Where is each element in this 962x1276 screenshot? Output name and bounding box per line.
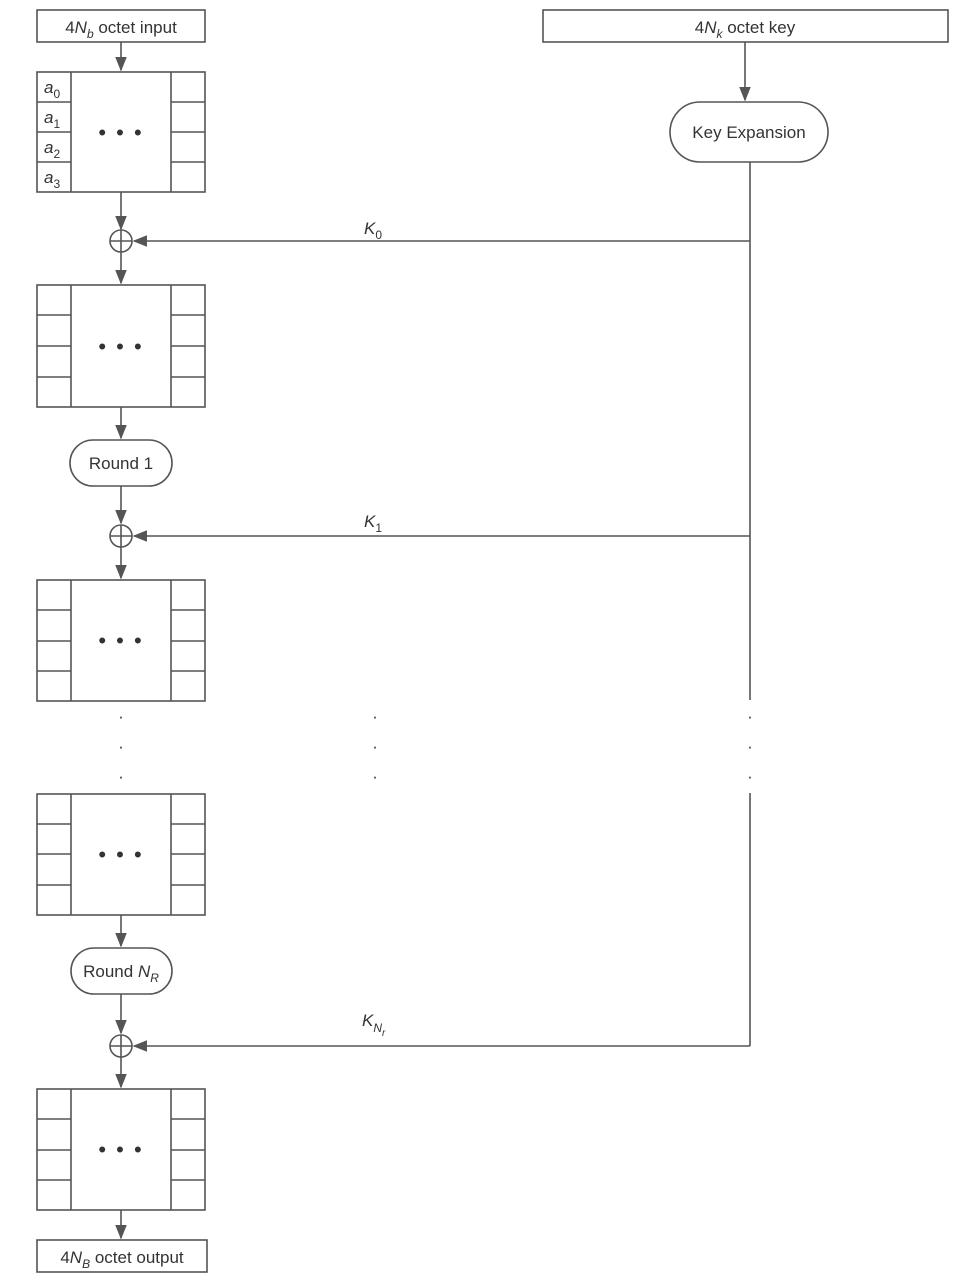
svg-text:4Nb octet input: 4Nb octet input — [65, 18, 177, 41]
cell-a3: a3 — [44, 168, 60, 191]
xor-n — [109, 1034, 133, 1058]
cell-a2: a2 — [44, 138, 60, 161]
xor-0 — [109, 229, 133, 253]
svg-text:·: · — [747, 767, 753, 786]
svg-text:·: · — [747, 737, 753, 756]
svg-text:·: · — [372, 707, 378, 726]
key-k1: K1 — [364, 512, 382, 535]
state-matrix-n-minus-1: • • • — [36, 793, 206, 916]
state-matrix-2: • • • — [36, 579, 206, 702]
svg-text:·: · — [372, 767, 378, 786]
svg-text:4Nk octet key: 4Nk octet key — [695, 18, 796, 41]
key-kn: KNr — [362, 1011, 386, 1039]
svg-text:• • •: • • • — [98, 842, 143, 867]
key-expansion-node: Key Expansion — [669, 101, 829, 163]
svg-text:• • •: • • • — [98, 1137, 143, 1162]
output-box: 4NB octet output — [36, 1239, 208, 1273]
svg-text:• • •: • • • — [98, 120, 143, 145]
svg-text:·: · — [118, 737, 124, 756]
svg-text:Round NR: Round NR — [83, 962, 159, 985]
svg-text:• • •: • • • — [98, 334, 143, 359]
cell-a0: a0 — [44, 78, 60, 101]
svg-text:• • •: • • • — [98, 628, 143, 653]
svg-text:·: · — [118, 707, 124, 726]
svg-text:·: · — [747, 707, 753, 726]
round-1-node: Round 1 — [69, 439, 173, 487]
xor-1 — [109, 524, 133, 548]
svg-text:Round 1: Round 1 — [89, 454, 153, 473]
input-box: 4Nb octet input — [36, 9, 206, 43]
cell-a1: a1 — [44, 108, 60, 131]
svg-text:·: · — [372, 737, 378, 756]
state-matrix-1: • • • — [36, 284, 206, 408]
key-k0: K0 — [364, 219, 382, 242]
round-n-node: Round NR — [70, 947, 173, 995]
svg-text:·: · — [118, 767, 124, 786]
svg-text:Key Expansion: Key Expansion — [692, 123, 805, 142]
svg-text:4NB octet output: 4NB octet output — [60, 1248, 184, 1271]
state-matrix-output: • • • — [36, 1088, 206, 1211]
continuation-dots: · · · · · · · · · — [118, 707, 753, 786]
key-box: 4Nk octet key — [542, 9, 949, 43]
state-matrix-input: a0 a1 a2 a3 • • • — [36, 71, 206, 193]
